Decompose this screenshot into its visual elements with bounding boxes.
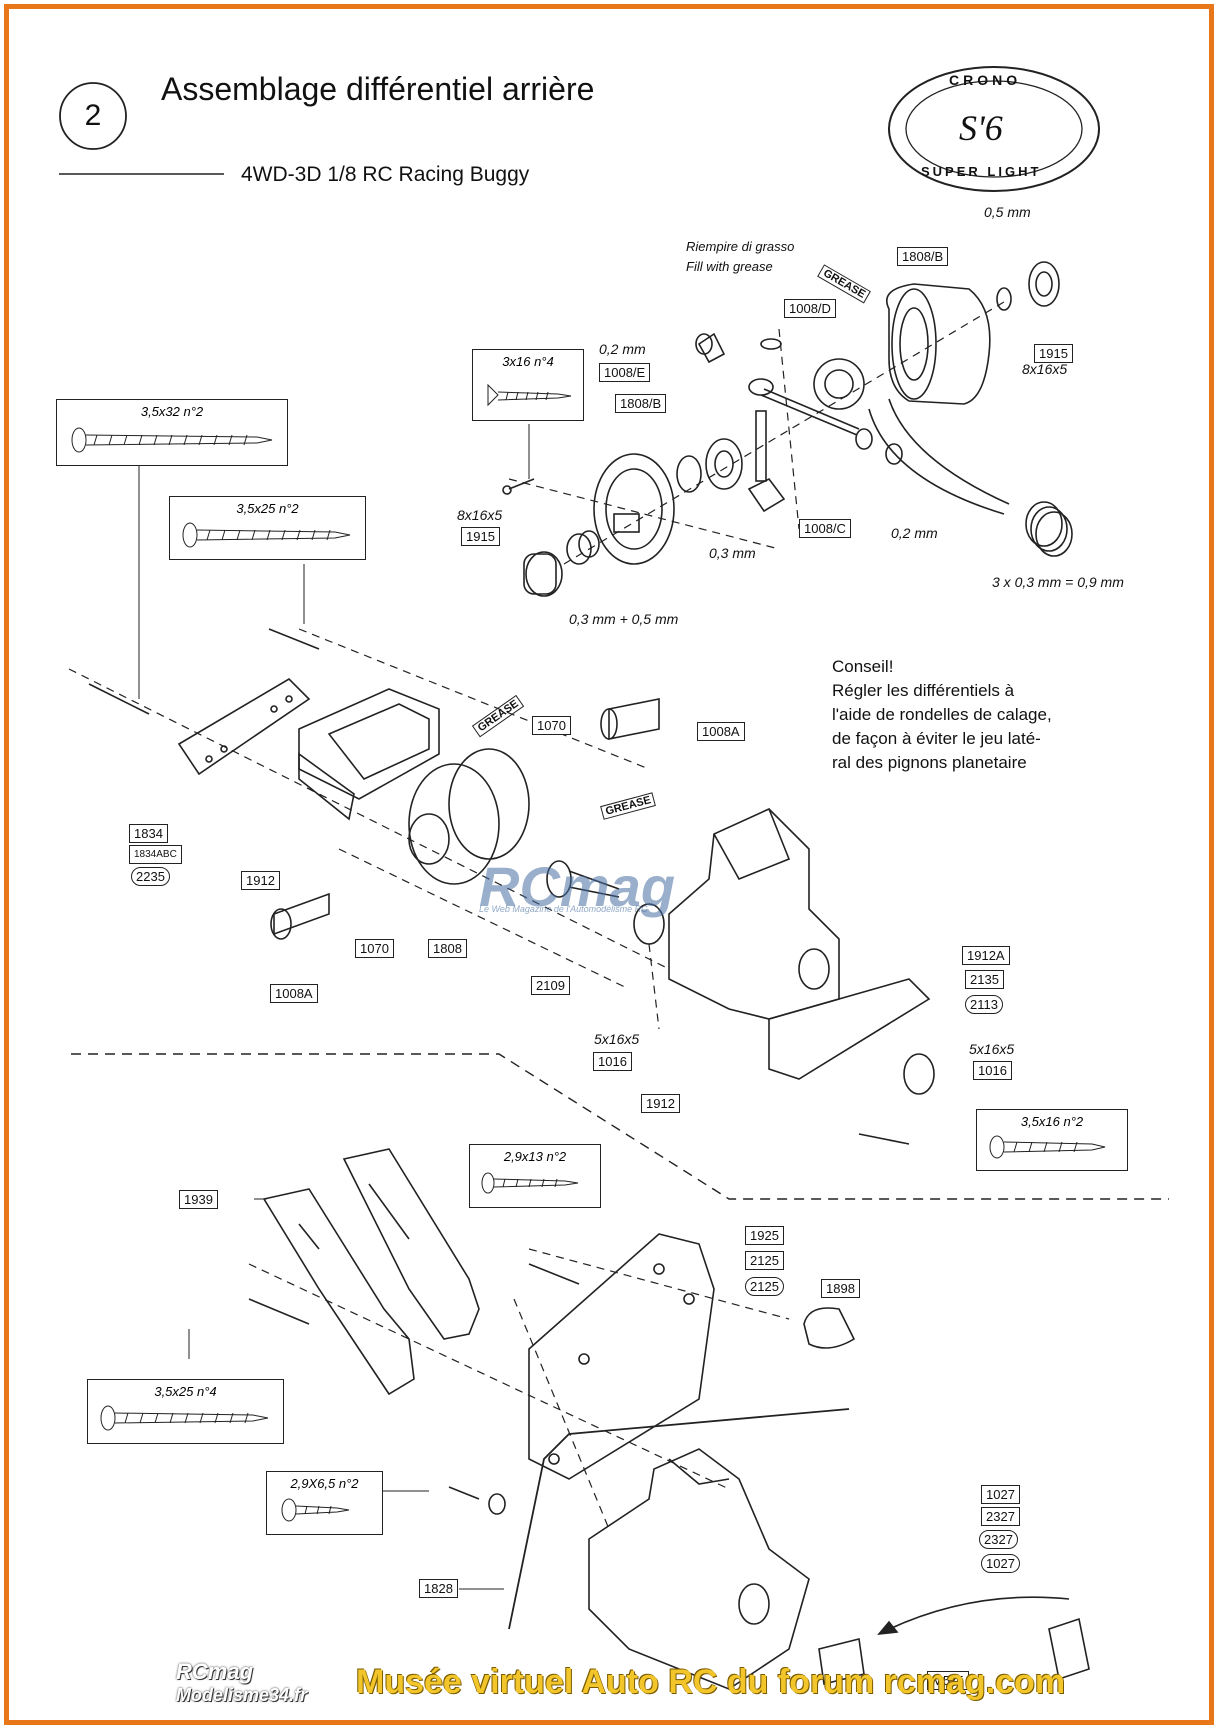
screw-spec-label: 2,9X6,5 n°2 [290, 1476, 359, 1491]
part-label: 1008A [270, 984, 318, 1003]
dim-bearing: 5x16x5 [969, 1041, 1015, 1057]
advice-line: ral des pignons planetaire [832, 753, 1027, 772]
part-label: 2125 [745, 1277, 784, 1296]
screw-spec-label: 3,5x16 n°2 [1020, 1114, 1084, 1129]
screw-box-3-5x32: 3,5x32 n°2 [56, 399, 288, 466]
dim-shim-0-2: 0,2 mm [891, 525, 938, 541]
screw-box-3x16: 3x16 n°4 [472, 349, 584, 421]
screw-spec-label: 3x16 n°4 [502, 354, 554, 369]
dim-bearing: 5x16x5 [594, 1031, 640, 1047]
part-label: 1925 [745, 1226, 784, 1245]
screw-icon [281, 1498, 350, 1522]
part-label: 1008/C [799, 519, 851, 538]
part-label: 1008A [697, 722, 745, 741]
part-label: 1828 [419, 1579, 458, 1598]
advice-line: Régler les différentiels à [832, 681, 1015, 700]
part-label: 2125 [745, 1251, 784, 1270]
screw-icon [71, 427, 273, 453]
step-number: 2 [84, 99, 102, 132]
dim-shim-0-2: 0,2 mm [599, 341, 646, 357]
logo-top-text: CRONO [949, 72, 1022, 88]
part-label: 1027 [981, 1485, 1020, 1504]
part-label: 1834ABC [129, 845, 182, 864]
part-label: 2113 [965, 995, 1003, 1014]
part-label: 1008/E [599, 363, 651, 382]
part-label: 2235 [131, 867, 170, 886]
footer-watermark: Musée virtuel Auto RC du forum rcmag.com [356, 1663, 1066, 1701]
screw-icon [100, 1405, 269, 1431]
part-label: 1912 [641, 1094, 680, 1113]
part-label: 1834 [129, 824, 168, 843]
page-subtitle: 4WD-3D 1/8 RC Racing Buggy [241, 163, 530, 186]
screw-spec-label: 3,5x25 n°4 [154, 1384, 217, 1399]
part-label: 1912 [241, 871, 280, 890]
part-label-m5x5: M5x5 [927, 1671, 969, 1690]
exploded-assembly-drawing [59, 66, 1169, 1690]
dim-shim-0-3: 0,3 mm [709, 545, 756, 561]
part-label: 1808/B [615, 394, 667, 413]
part-label: 1027 [981, 1554, 1020, 1573]
part-label: 1898 [821, 1279, 860, 1298]
logo-bottom-text: SUPER LIGHT [921, 164, 1042, 179]
rcmag-watermark: RCmag [479, 855, 676, 918]
part-label: 1008/D [784, 299, 836, 318]
dim-bearing: 8x16x5 [1022, 361, 1068, 377]
part-label: 2135 [965, 970, 1004, 989]
screw-icon [487, 383, 572, 407]
dim-shim-0-5: 0,5 mm [984, 204, 1031, 220]
dim-shim-0-3-0-5: 0,3 mm + 0,5 mm [569, 611, 679, 627]
screw-spec-label: 3,5x25 n°2 [236, 501, 299, 516]
screw-box-3-5x16: 3,5x16 n°2 [976, 1109, 1128, 1171]
screw-icon [182, 522, 351, 548]
page-title: Assemblage différentiel arrière [161, 71, 595, 107]
part-label: 2109 [531, 976, 570, 995]
footer-logo-rcmag: RCmag [176, 1659, 254, 1684]
dim-bearing: 8x16x5 [457, 507, 503, 523]
screw-box-2-9x13: 2,9x13 n°2 [469, 1144, 601, 1208]
screw-box-3-5x25-n4: 3,5x25 n°4 [87, 1379, 284, 1444]
part-label: 1915 [461, 527, 500, 546]
part-label: 1070 [532, 716, 571, 735]
advice-title: Conseil! [832, 657, 894, 676]
part-label: 1808 [428, 939, 467, 958]
advice-line: de façon à éviter le jeu laté- [832, 729, 1041, 748]
fill-grease-english: Fill with grease [686, 259, 773, 274]
page-frame: 2 Assemblage différentiel arrière 4WD-3D… [4, 4, 1214, 1725]
part-label: 1939 [179, 1190, 218, 1209]
fill-grease-italian: Riempire di grasso [686, 239, 795, 254]
dim-springs: 3 x 0,3 mm = 0,9 mm [992, 574, 1124, 590]
part-label: 1915 [1034, 344, 1073, 363]
part-label: 1070 [355, 939, 394, 958]
part-label: 1016 [593, 1052, 632, 1071]
screw-box-2-9x6-5: 2,9X6,5 n°2 [266, 1471, 383, 1535]
logo-center-text: S'6 [959, 108, 1003, 148]
part-label: 2327 [981, 1507, 1020, 1526]
part-label: 1912A [962, 946, 1010, 965]
advice-line: l'aide de rondelles de calage, [832, 705, 1052, 724]
footer-logo-modelisme34: Modelisme34.fr [176, 1685, 308, 1705]
rcmag-watermark-sub: Le Web Magazine de l'Automodélisme RC [479, 904, 648, 914]
screw-icon [481, 1172, 579, 1194]
part-label: 2327 [979, 1530, 1018, 1549]
part-label: 1016 [973, 1061, 1012, 1080]
screw-spec-label: 2,9x13 n°2 [503, 1149, 567, 1164]
screw-box-3-5x25-n2: 3,5x25 n°2 [169, 496, 366, 560]
screw-icon [989, 1135, 1106, 1159]
screw-spec-label: 3,5x32 n°2 [140, 404, 204, 419]
part-label: 1808/B [897, 247, 949, 266]
